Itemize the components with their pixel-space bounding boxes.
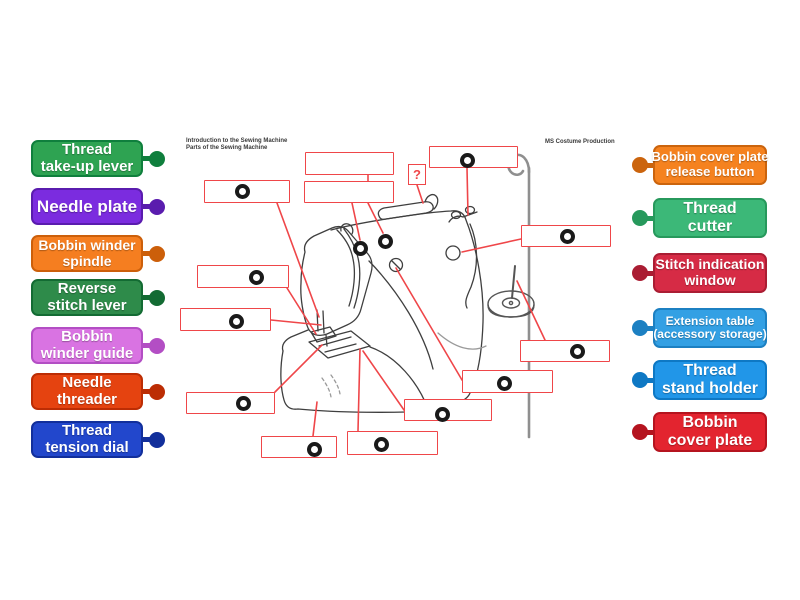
connector-lines [270,167,546,437]
label-text: cutter [687,218,733,235]
answer-slot[interactable] [520,340,610,362]
connector-knob [632,372,648,388]
connector-line [395,267,463,381]
spool-disc [487,265,535,318]
answer-slot[interactable] [180,308,271,331]
connector-knob [149,289,165,306]
label-text: cover plate [667,432,753,449]
carry-handle [377,201,434,221]
target-dot [306,441,322,457]
connector-knob [149,431,165,448]
connector-line [461,238,522,253]
connector-line [516,280,546,341]
connector-line [351,202,361,241]
label-text: release button [665,164,755,179]
caption-line-2: Parts of the Sewing Machine [186,145,268,151]
target-dot [569,343,585,359]
label-text: Reverse [57,279,117,297]
question-slot[interactable]: ? [408,164,426,185]
base-rear-gray [321,332,487,398]
target-dot-on-machine [377,233,393,249]
target-dot [459,152,475,168]
label-text: Bobbin cover plate [651,149,769,165]
connector-line [367,202,384,234]
label-text: Bobbin [682,414,738,432]
answer-slot[interactable] [347,431,438,455]
draggable-label-needle-plate[interactable]: Needle plate [31,188,143,225]
connector-knob [149,150,165,167]
connector-knob [632,265,648,281]
target-dot-on-machine [352,240,368,256]
label-text: Thread [683,200,737,218]
label-text: Bobbin [61,327,113,345]
connector-line [466,167,469,216]
label-text: stitch lever [47,296,127,314]
draggable-label-extension-table[interactable]: Extension table(accessory storage) [653,308,767,348]
connector-knob [632,424,648,440]
answer-slot[interactable] [197,265,289,288]
connector-knob [632,320,648,336]
connector-knob [632,157,648,173]
target-dot [234,183,250,199]
answer-slot[interactable] [304,181,394,203]
connector-knob [149,245,165,262]
label-text: tension dial [45,438,129,456]
label-text: stand holder [661,380,758,397]
label-text: threader [56,390,118,408]
connector-line [362,350,405,411]
connector-line [357,348,361,432]
caption-line-1: Introduction to the Sewing Machine [186,138,288,144]
target-dot [248,269,264,285]
label-text: Needle plate [36,196,138,216]
label-text: window [684,272,736,288]
target-dot [373,436,389,452]
target-dot [559,228,575,244]
connector-line [270,319,322,326]
bobbin-winder-stopper [445,245,461,261]
connector-line [416,184,424,204]
label-text: Bobbin winder [38,236,136,253]
credit-text: MS Costume Production [545,139,615,145]
target-dot [496,375,512,391]
target-dot [434,406,450,422]
top-details [388,205,478,309]
connector-line [276,202,320,318]
connector-knob [149,198,165,215]
label-text: winder guide [40,344,134,362]
connector-line [312,401,318,437]
target-dot [235,395,251,411]
needle-plate-and-base [280,329,431,413]
answer-slot[interactable] [186,392,275,414]
label-text: Extension table [665,313,755,328]
label-text: take-up lever [40,157,134,175]
diagram-caption: Introduction to the Sewing Machine Parts… [186,138,287,152]
label-text: Needle [62,373,112,391]
label-text: Stitch indication [655,256,765,273]
answer-slot[interactable] [261,436,337,458]
label-text: Thread [61,140,112,158]
label-text: spindle [62,252,112,269]
label-text: Thread [61,421,112,439]
label-text: (accessory storage) [653,327,767,341]
connector-knob [149,383,165,400]
connector-line [286,287,317,335]
connector-knob [149,337,165,354]
machine-body [300,194,484,412]
connector-line [274,344,323,393]
label-text: Thread [683,362,737,380]
target-dot [228,313,244,329]
connector-knob [632,210,648,226]
answer-slot[interactable] [305,152,394,175]
